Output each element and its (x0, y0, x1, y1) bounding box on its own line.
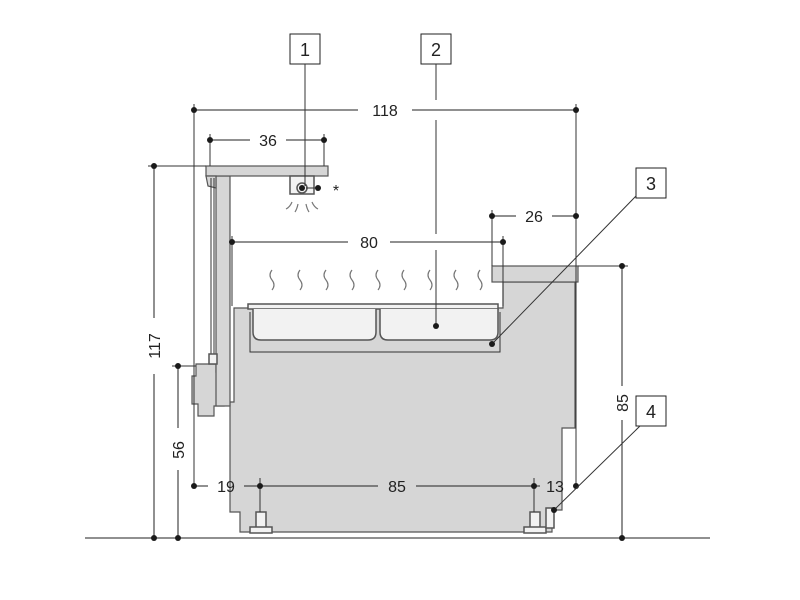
dimension-total-height: 117 (147, 163, 206, 541)
lamp-rays (285, 201, 319, 213)
pan-right (379, 309, 499, 341)
leg-right (523, 511, 547, 534)
dim-56: 56 (171, 441, 188, 459)
dimension-shelf-depth: 26 (489, 209, 579, 266)
dimension-overall-width: 118 (191, 103, 579, 484)
note-marker: * (306, 183, 339, 200)
dim-36: 36 (259, 133, 277, 150)
pan-left (252, 309, 377, 341)
dimension-counter-height: 56 (171, 363, 196, 541)
dim-85-horizontal: 85 (388, 479, 406, 496)
water-bath (249, 312, 501, 353)
gantry-column (215, 175, 231, 407)
callout-2-label: 2 (431, 40, 441, 60)
dim-13: 13 (546, 479, 564, 496)
dim-80: 80 (360, 235, 378, 252)
dimension-leg-spacing: 19 85 13 (191, 478, 579, 512)
leg-left (249, 511, 273, 534)
callout-2: 2 (420, 33, 452, 329)
adjustable-foot (545, 507, 555, 529)
dim-85-vertical: 85 (615, 394, 632, 412)
callout-4: 4 (551, 395, 667, 513)
callout-3: 3 (489, 167, 667, 347)
dim-19: 19 (217, 479, 235, 496)
dimension-gantry-width: 36 (207, 133, 327, 166)
well-top-edge (247, 303, 499, 310)
gantry-clamp (208, 353, 218, 365)
gantry-arm (205, 165, 329, 177)
note-marker-asterisk: * (333, 183, 339, 200)
dimension-well-length: 80 (229, 235, 506, 306)
callout-4-label: 4 (646, 402, 656, 422)
dim-117: 117 (147, 333, 164, 359)
callout-3-label: 3 (646, 174, 656, 194)
callout-1: 1 (289, 33, 321, 191)
callout-1-label: 1 (300, 40, 310, 60)
dim-118: 118 (372, 103, 398, 120)
dimension-shelf-height: 85 (578, 263, 632, 541)
steam-waves (269, 269, 483, 291)
dim-26: 26 (525, 209, 543, 226)
